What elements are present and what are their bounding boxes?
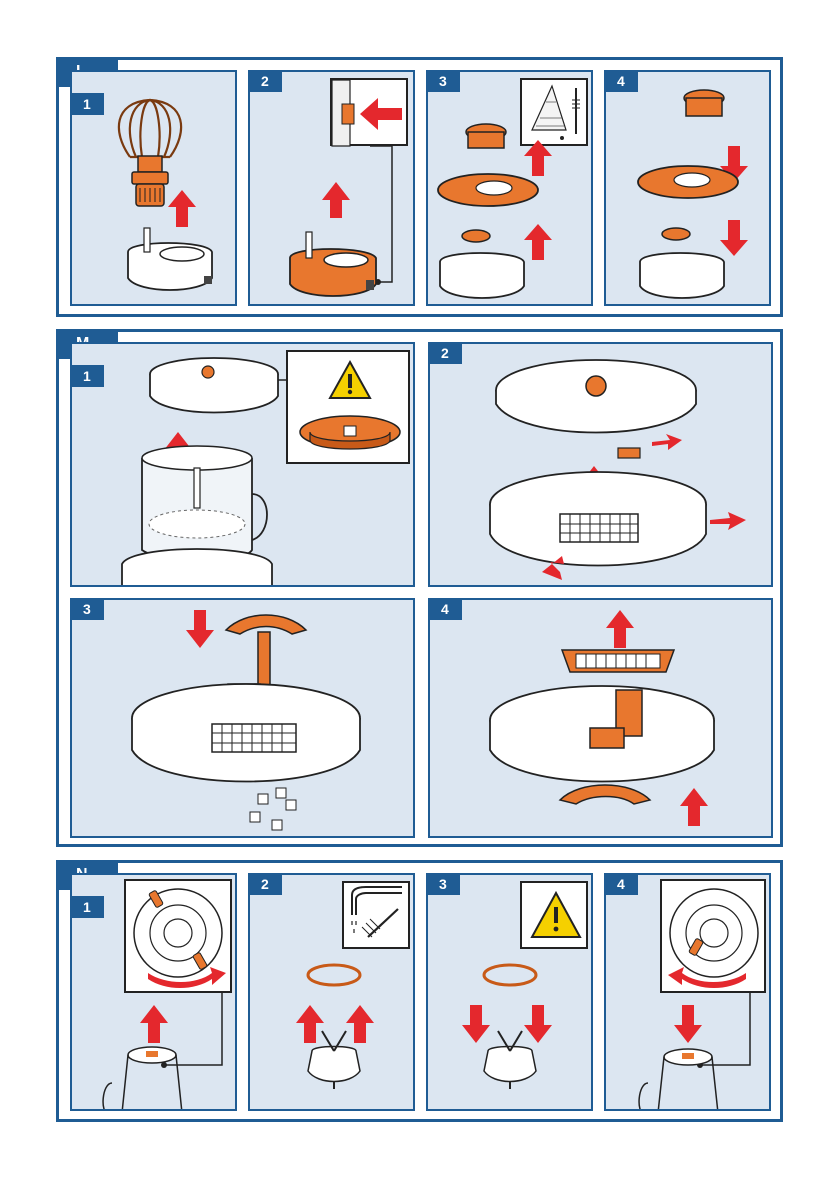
food-processor-illustration — [72, 344, 415, 587]
step-l1-panel: 1 — [70, 70, 237, 306]
section-n: N 1 2 — [56, 860, 783, 1122]
step-m3-panel: 3 — [70, 598, 415, 838]
base-unit-illustration — [250, 72, 415, 306]
section-l: L 1 2 — [56, 57, 783, 317]
step-n4-panel: 4 — [604, 873, 771, 1111]
step-l4-panel: 4 — [604, 70, 771, 306]
step-l2-panel: 2 — [248, 70, 415, 306]
dicing-grid-removal-illustration — [430, 344, 773, 587]
blender-jug-illustration — [606, 875, 771, 1111]
pusher-and-grid-removal-illustration — [430, 600, 773, 838]
step-m4-panel: 4 — [428, 598, 773, 838]
step-n2-panel: 2 — [248, 873, 415, 1111]
disassembled-parts-illustration — [428, 72, 593, 306]
whisk-attachment-illustration — [72, 72, 237, 306]
seal-and-blade-illustration — [428, 875, 593, 1111]
seal-and-blade-illustration — [250, 875, 415, 1111]
step-n1-panel: 1 — [70, 873, 237, 1111]
step-m1-panel: 1 — [70, 342, 415, 587]
reassembly-illustration — [606, 72, 771, 306]
step-n3-panel: 3 — [426, 873, 593, 1111]
blender-jug-illustration — [72, 875, 237, 1111]
step-m2-panel: 2 — [428, 342, 773, 587]
dicing-pusher-illustration — [72, 600, 415, 838]
section-m: M 1 — [56, 329, 783, 847]
step-l3-panel: 3 — [426, 70, 593, 306]
